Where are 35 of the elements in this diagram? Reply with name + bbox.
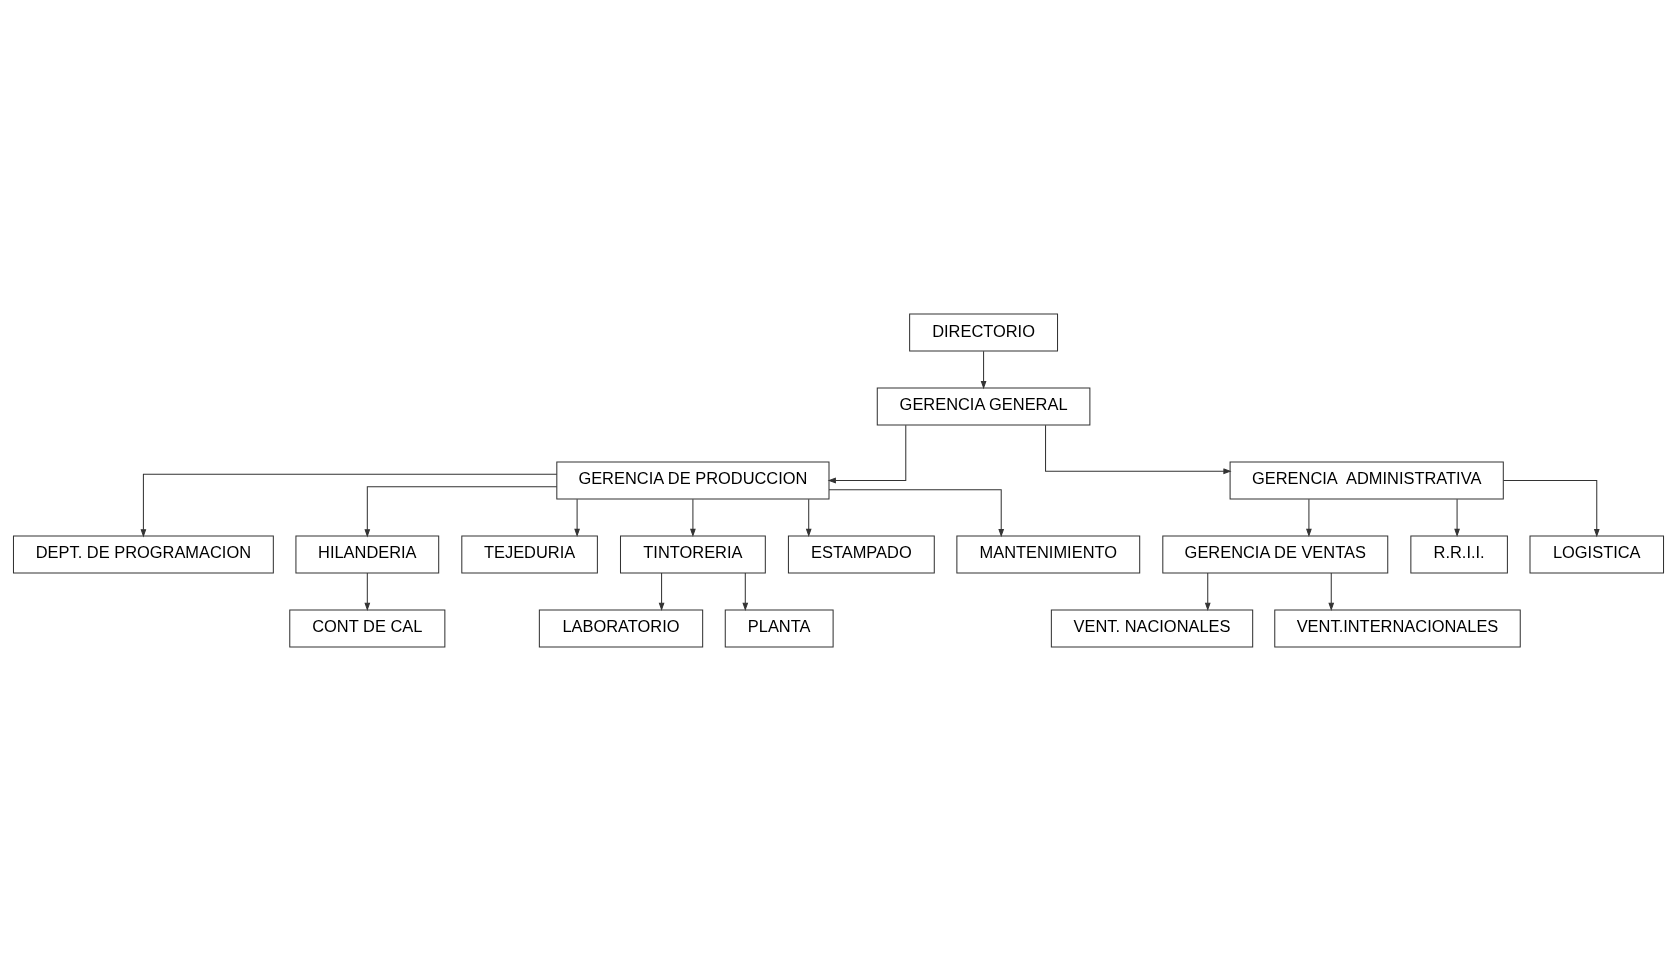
node-box: DEPT. DE PROGRAMACION (12, 534, 274, 573)
node-box: PLANTA (724, 608, 834, 647)
arrow (742, 572, 749, 611)
arrow (805, 498, 812, 537)
node-box: ESTAMPADO (787, 534, 935, 573)
node-box: R.R.I.I. (1410, 534, 1508, 573)
arrow (827, 424, 907, 483)
node-box: LABORATORIO (538, 608, 704, 647)
arrow (140, 473, 558, 537)
node-box: GERENCIA DE VENTAS (1162, 534, 1389, 573)
arrow (1503, 479, 1600, 537)
arrow (364, 572, 371, 611)
arrow (364, 485, 558, 537)
node-box: GERENCIA ADMINISTRATIVA (1229, 461, 1504, 499)
node-box: VENT. NACIONALES (1050, 608, 1254, 647)
node-box: GERENCIA GENERAL (876, 387, 1091, 426)
node-box: GERENCIA DE PRODUCCION (556, 461, 830, 499)
arrow (1328, 572, 1335, 611)
node-box: DIRECTORIO (909, 313, 1059, 352)
arrow (828, 488, 1005, 537)
node-box: LOGISTICA (1529, 534, 1665, 573)
arrow (658, 572, 665, 611)
node-box: MANTENIMIENTO (956, 534, 1141, 573)
arrow (980, 350, 987, 389)
arrow (574, 498, 580, 537)
node-box: TINTORERIA (620, 534, 766, 573)
node-box: TEJEDURIA (461, 534, 598, 573)
node-box: CONT DE CAL (289, 608, 446, 647)
node-box: VENT.INTERNACIONALES (1274, 608, 1521, 647)
arrow (1204, 572, 1211, 611)
arrow (1454, 498, 1460, 537)
node-box: HILANDERIA (295, 534, 440, 573)
arrow (1045, 424, 1232, 474)
arrow (690, 498, 696, 537)
arrow (1306, 498, 1312, 537)
